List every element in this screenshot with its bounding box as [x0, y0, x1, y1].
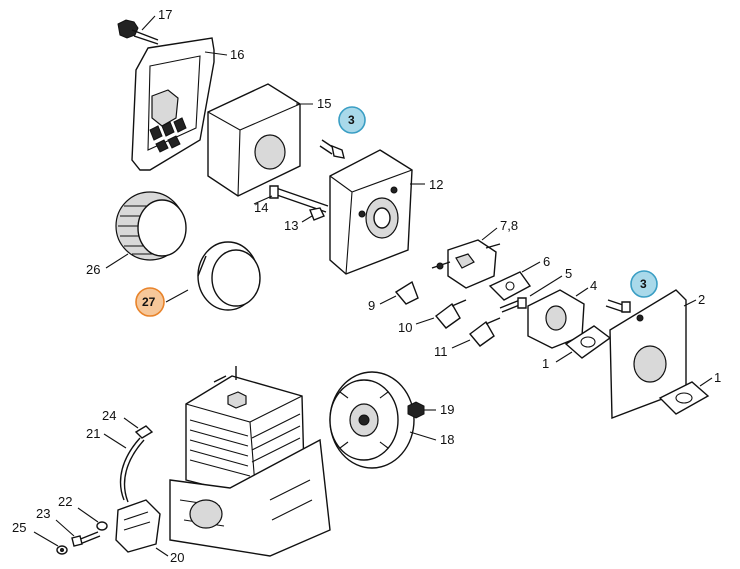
- label-26: 26: [86, 262, 100, 277]
- label-1-middle: 1: [542, 356, 549, 371]
- part-6-gasket[interactable]: [488, 261, 541, 301]
- label-25: 25: [12, 520, 26, 535]
- callout-3-right[interactable]: 3: [630, 270, 658, 298]
- part-10-knob[interactable]: [415, 299, 467, 329]
- part-15-foam-element[interactable]: [207, 83, 313, 197]
- part-18-flywheel[interactable]: [329, 371, 437, 469]
- part-19-nut[interactable]: [407, 401, 436, 419]
- label-24: 24: [102, 408, 116, 423]
- callout-3-right-circle: [630, 270, 658, 298]
- label-21: 21: [86, 426, 100, 441]
- part-25-washer[interactable]: [33, 531, 68, 555]
- label-18: 18: [440, 432, 454, 447]
- part-12-filter-base[interactable]: [329, 149, 425, 275]
- label-9: 9: [368, 298, 375, 313]
- label-20: 20: [170, 550, 184, 565]
- label-1-right: 1: [714, 370, 721, 385]
- label-5: 5: [565, 266, 572, 281]
- label-19: 19: [440, 402, 454, 417]
- label-11: 11: [434, 344, 448, 359]
- callout-27-circle: [135, 287, 165, 317]
- callout-27[interactable]: 27: [135, 287, 165, 317]
- label-22: 22: [58, 494, 72, 509]
- label-13: 13: [284, 218, 298, 233]
- part-2-heat-shield[interactable]: [609, 289, 697, 420]
- part-17-knob[interactable]: [117, 15, 159, 45]
- label-12: 12: [429, 177, 443, 192]
- label-2: 2: [698, 292, 705, 307]
- label-14: 14: [254, 200, 268, 215]
- part-1-gasket-right[interactable]: [658, 377, 713, 415]
- part-26-paper-filter[interactable]: [105, 191, 187, 269]
- label-3-top: 3: [348, 113, 355, 127]
- label-10: 10: [398, 320, 412, 335]
- callout-3-top[interactable]: 3: [338, 106, 366, 134]
- label-6: 6: [543, 254, 550, 269]
- part-7-8-carburetor[interactable]: [431, 227, 501, 289]
- label-16: 16: [230, 47, 244, 62]
- label-23: 23: [36, 506, 50, 521]
- part-3-screw-right[interactable]: [605, 299, 631, 313]
- callout-3-top-circle: [338, 106, 366, 134]
- label-3-right: 3: [640, 277, 647, 291]
- label-15: 15: [317, 96, 331, 111]
- part-3-screw-top[interactable]: [319, 139, 345, 159]
- part-23-screw[interactable]: [55, 519, 101, 547]
- part-9-knob[interactable]: [379, 280, 419, 305]
- label-17: 17: [158, 7, 172, 22]
- part-20-ignition-module[interactable]: [115, 499, 169, 557]
- part-24-spark-plug-terminal[interactable]: [123, 417, 154, 439]
- label-7-8: 7,8: [500, 218, 518, 233]
- part-11-knob[interactable]: [451, 317, 501, 349]
- engine-block: [169, 366, 331, 557]
- part-27-sleeve[interactable]: [165, 241, 261, 311]
- label-27: 27: [142, 295, 156, 309]
- part-16-filter-cover[interactable]: [131, 37, 228, 171]
- part-21-ignition-lead[interactable]: [103, 433, 145, 503]
- part-22-washer[interactable]: [77, 507, 108, 531]
- part-13-screw[interactable]: [301, 207, 325, 223]
- part-5-screw[interactable]: [499, 275, 563, 313]
- label-4: 4: [590, 278, 597, 293]
